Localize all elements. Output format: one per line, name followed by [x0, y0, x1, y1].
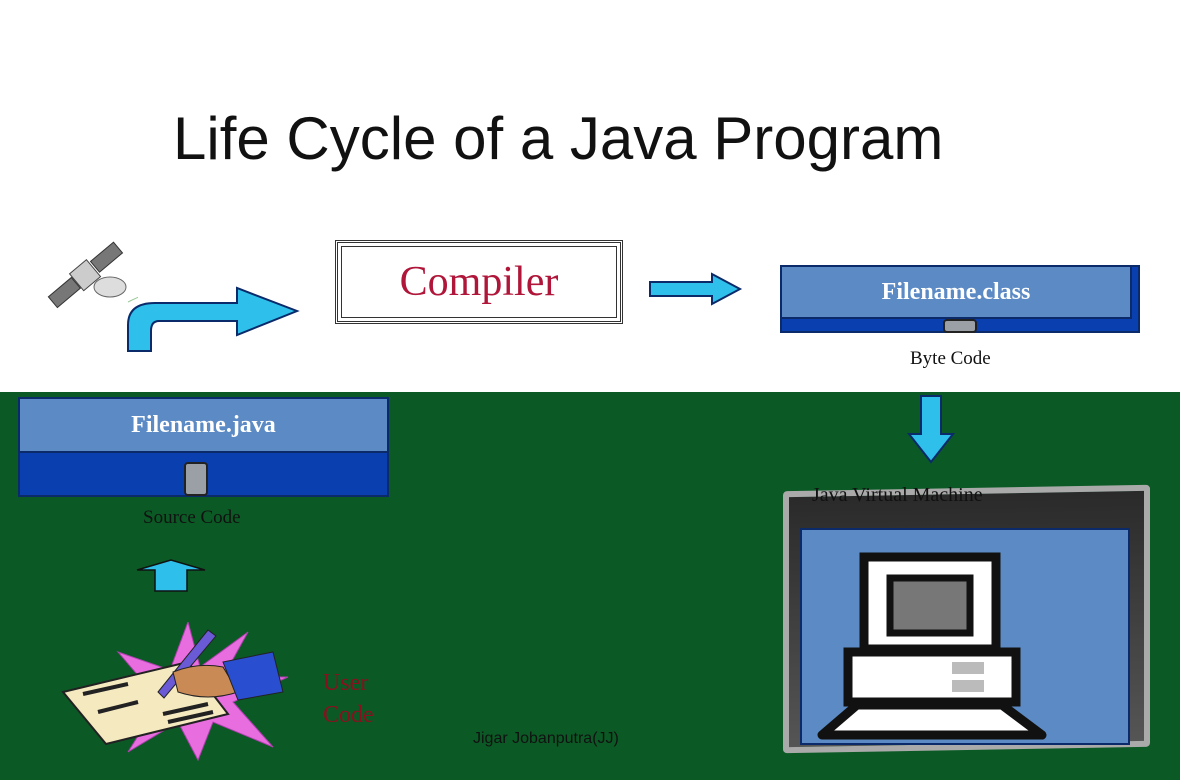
source-code-caption: Source Code — [143, 507, 241, 528]
up-arrow-icon — [136, 559, 206, 592]
byte-code-caption: Byte Code — [910, 348, 991, 369]
disk-shutter — [943, 319, 977, 333]
disk-shutter — [184, 462, 208, 496]
satellite-icon — [47, 241, 138, 309]
slide-title: Life Cycle of a Java Program — [173, 105, 944, 172]
user-code-line1: User — [323, 670, 369, 696]
compiler-box: Compiler — [335, 240, 623, 324]
author-credit: Jigar Jobanputra(JJ) — [473, 730, 619, 747]
user-code-label: User Code — [323, 667, 374, 731]
jvm-label: Java Virtual Machine — [812, 484, 983, 506]
down-arrow-icon — [906, 395, 956, 464]
curved-arrow-icon — [127, 286, 300, 352]
writing-hand-icon — [61, 622, 289, 762]
user-code-line2: Code — [323, 702, 374, 728]
jvm-box — [800, 528, 1130, 745]
right-arrow-icon — [649, 272, 743, 306]
java-file-label: Filename.java — [18, 397, 389, 453]
class-file-label: Filename.class — [780, 265, 1132, 319]
computer-icon — [817, 552, 1047, 740]
